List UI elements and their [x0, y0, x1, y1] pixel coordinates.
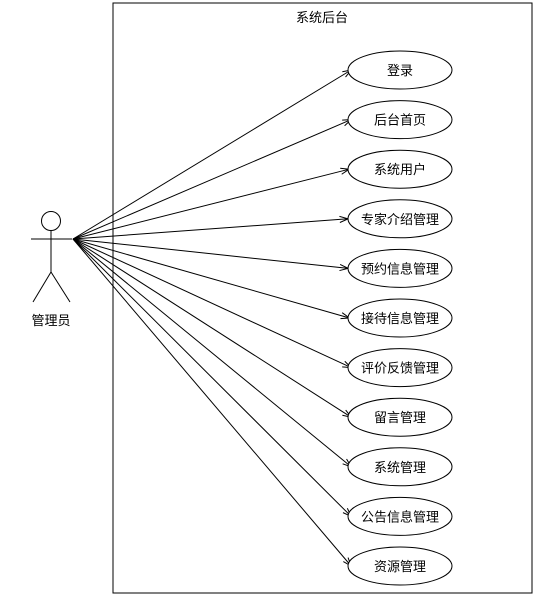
use-case-4-ellipse — [347, 199, 453, 239]
actor-right-leg — [50, 271, 71, 303]
use-case-4-label: 专家介绍管理 — [361, 212, 439, 228]
associations — [72, 69, 353, 568]
use-case-3-ellipse — [347, 149, 453, 189]
use-case-9: 系统管理 — [347, 447, 453, 487]
use-case-3-label: 系统用户 — [374, 162, 426, 178]
actor-left-leg — [32, 271, 52, 303]
use-case-11: 资源管理 — [347, 546, 453, 586]
association-line-2 — [72, 119, 352, 240]
system-title: 系统后台 — [296, 11, 348, 26]
association-line-10 — [72, 238, 352, 517]
use-case-1-ellipse — [347, 50, 453, 90]
use-case-7-ellipse — [347, 348, 453, 388]
system-boundary — [112, 2, 533, 594]
use-case-5: 预约信息管理 — [347, 248, 453, 288]
actor-head — [41, 211, 61, 231]
use-case-10: 公告信息管理 — [347, 496, 453, 536]
association-line-8 — [72, 238, 352, 418]
association-line-3 — [72, 168, 350, 240]
use-case-6-label: 接待信息管理 — [361, 311, 439, 327]
use-case-10-ellipse — [347, 496, 453, 536]
actor-figure — [31, 211, 72, 303]
use-case-2-label: 后台首页 — [374, 114, 426, 129]
association-line-1 — [72, 69, 352, 240]
association-line-9 — [72, 238, 352, 468]
use-cases: 登录后台首页系统用户专家介绍管理预约信息管理接待信息管理评价反馈管理留言管理系统… — [347, 50, 453, 586]
use-case-3: 系统用户 — [347, 149, 453, 189]
use-case-5-label: 预约信息管理 — [361, 261, 439, 277]
use-case-8-label: 留言管理 — [374, 411, 426, 426]
use-case-1-label: 登录 — [387, 64, 413, 79]
use-case-9-ellipse — [347, 447, 453, 487]
use-case-11-label: 资源管理 — [374, 560, 426, 575]
use-case-6-ellipse — [347, 298, 453, 338]
use-case-2-ellipse — [347, 100, 453, 140]
use-case-6: 接待信息管理 — [347, 298, 453, 338]
use-case-9-label: 系统管理 — [374, 461, 426, 476]
use-case-4: 专家介绍管理 — [347, 199, 453, 239]
use-case-1: 登录 — [347, 50, 453, 90]
association-line-5 — [72, 238, 349, 269]
association-line-11 — [72, 238, 352, 567]
use-case-2: 后台首页 — [347, 100, 453, 140]
use-case-7: 评价反馈管理 — [347, 348, 453, 388]
use-case-8: 留言管理 — [347, 397, 453, 437]
association-line-6 — [72, 238, 350, 319]
use-case-8-ellipse — [347, 397, 453, 437]
actor-name: 管理员 — [31, 314, 70, 329]
use-case-10-label: 公告信息管理 — [361, 509, 439, 525]
use-case-11-ellipse — [347, 546, 453, 586]
use-case-5-ellipse — [347, 248, 453, 288]
use-case-7-label: 评价反馈管理 — [361, 362, 439, 377]
association-line-4 — [72, 218, 349, 240]
association-line-7 — [72, 238, 352, 369]
